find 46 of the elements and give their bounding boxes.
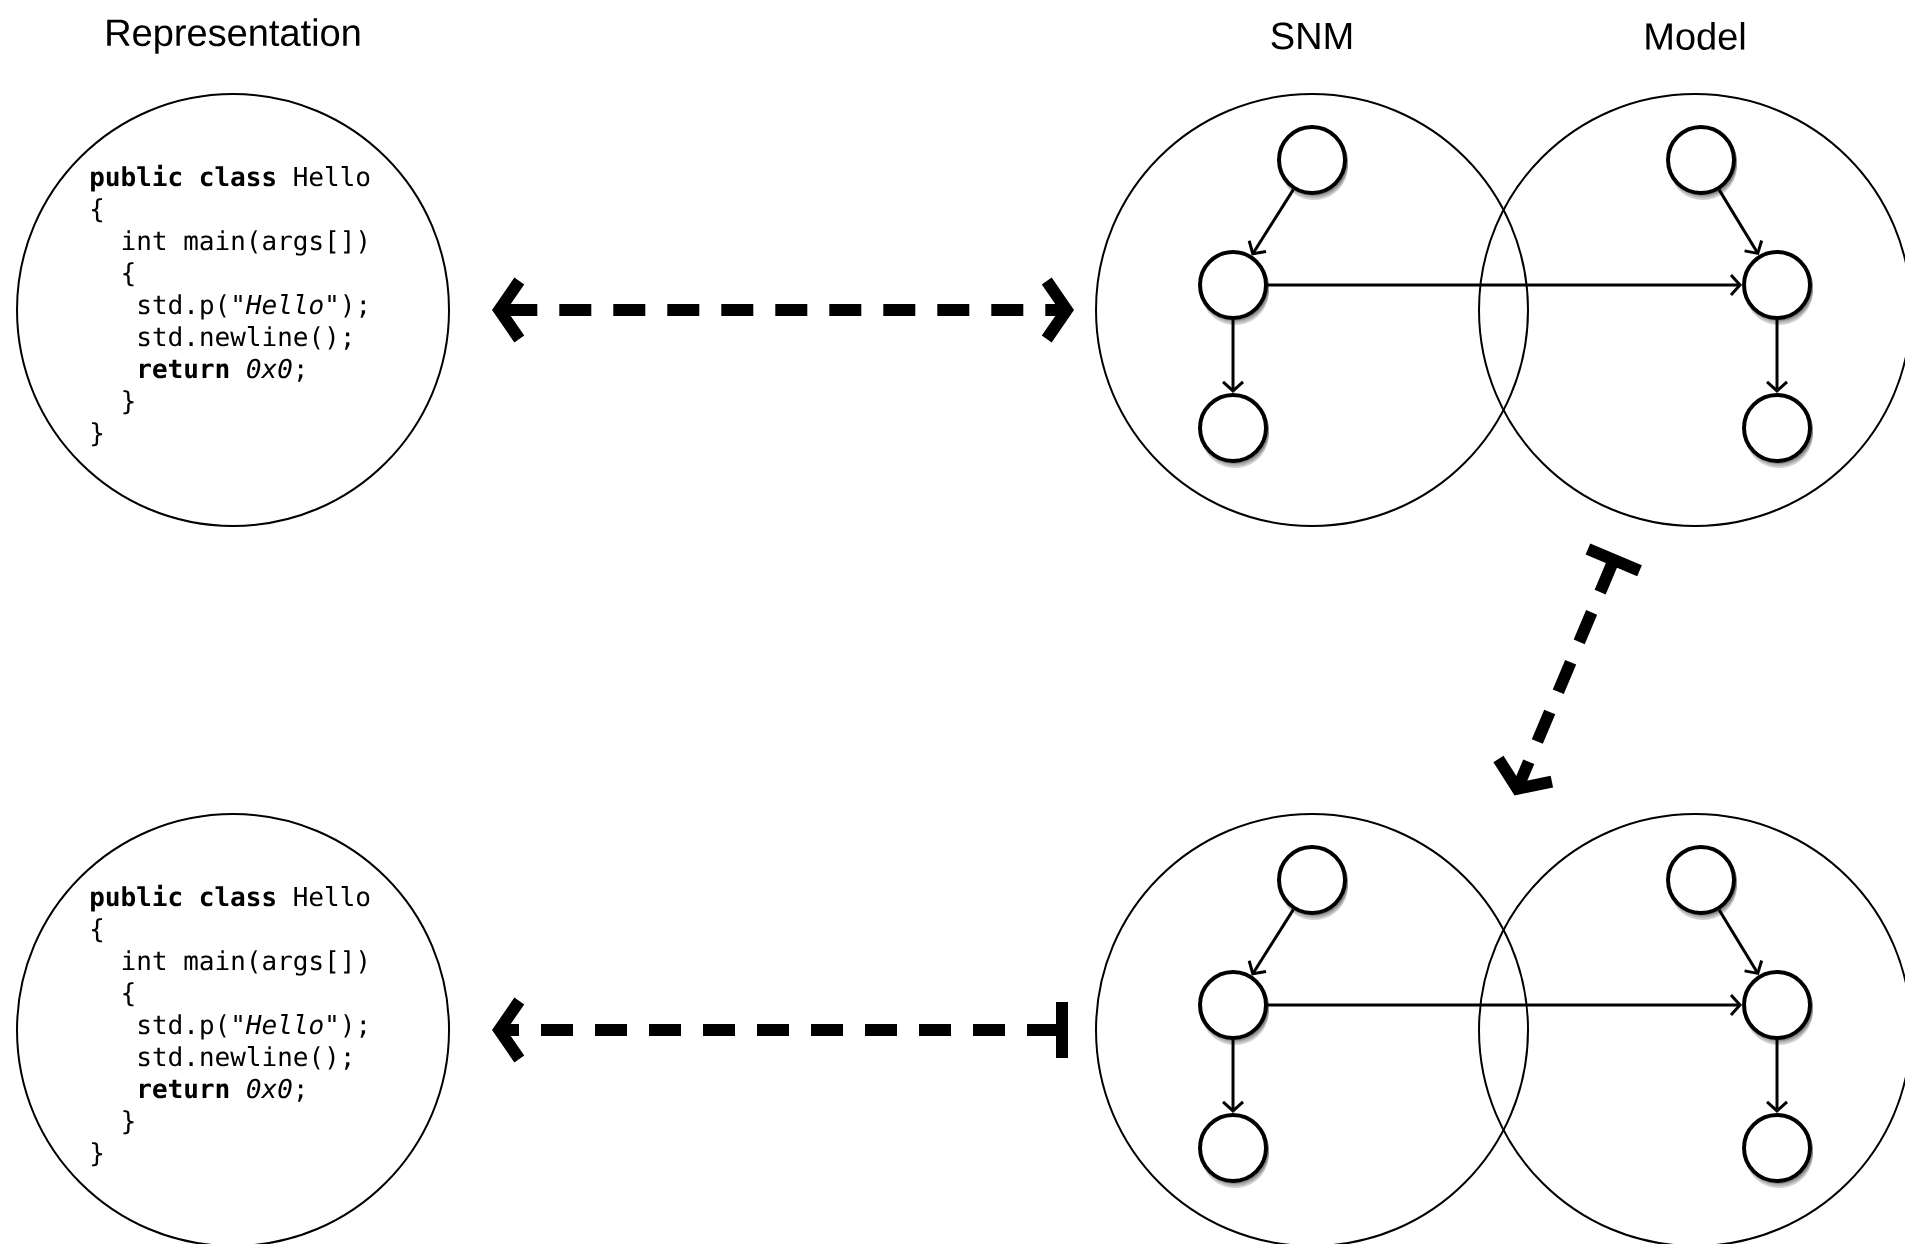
- code-line: std.newline();: [139, 1046, 350, 1070]
- heading: Representation: [107, 18, 360, 54]
- arrow: [1268, 274, 1742, 296]
- code-line: {: [92, 918, 103, 943]
- code-line: }: [92, 1142, 103, 1167]
- code-line: std.p("Hello");: [139, 294, 365, 320]
- code-line: public class Hello: [91, 884, 370, 912]
- circle-node: [1198, 393, 1269, 468]
- code-line: std.newline();: [139, 326, 350, 350]
- code-line: return 0x0;: [140, 358, 303, 382]
- circle-node: [1742, 1113, 1813, 1188]
- code-line: }: [92, 422, 103, 447]
- code-line: public class Hello: [91, 164, 370, 192]
- code-line: int main(args[]): [122, 950, 366, 976]
- circle-node: [1742, 393, 1813, 468]
- arrow: [1268, 994, 1742, 1016]
- circle-node: [1277, 845, 1348, 920]
- code-line: int main(args[]): [122, 230, 366, 256]
- arrow: [1717, 189, 1764, 256]
- arrow: [492, 997, 1068, 1063]
- heading: Model: [1646, 22, 1745, 50]
- arrow: [1247, 908, 1295, 976]
- arrow: [1717, 909, 1764, 976]
- circle-node: [1666, 125, 1737, 200]
- circle-node: [1277, 125, 1348, 200]
- arrow: [1766, 320, 1789, 393]
- code-line: std.p("Hello");: [139, 1014, 365, 1040]
- code-line: {: [123, 262, 134, 287]
- circle-node: [1198, 1113, 1269, 1188]
- circle-node: [1742, 970, 1813, 1045]
- arrow: [1222, 1040, 1244, 1113]
- code-line: {: [123, 982, 134, 1007]
- code-line: }: [123, 1110, 134, 1135]
- code-line: return 0x0;: [140, 1078, 303, 1102]
- arrow: [1222, 320, 1244, 393]
- arrow: [1766, 1040, 1789, 1113]
- circle-node: [1198, 970, 1269, 1045]
- arrow: [1493, 543, 1642, 796]
- code-line: {: [92, 198, 103, 223]
- code-line: }: [123, 390, 134, 415]
- circle-node: [1198, 250, 1269, 325]
- circle-node: [1666, 845, 1737, 920]
- arrow: [1247, 188, 1295, 256]
- heading: SNM: [1271, 22, 1352, 50]
- arrow: [492, 277, 1074, 343]
- circle-node: [1742, 250, 1813, 325]
